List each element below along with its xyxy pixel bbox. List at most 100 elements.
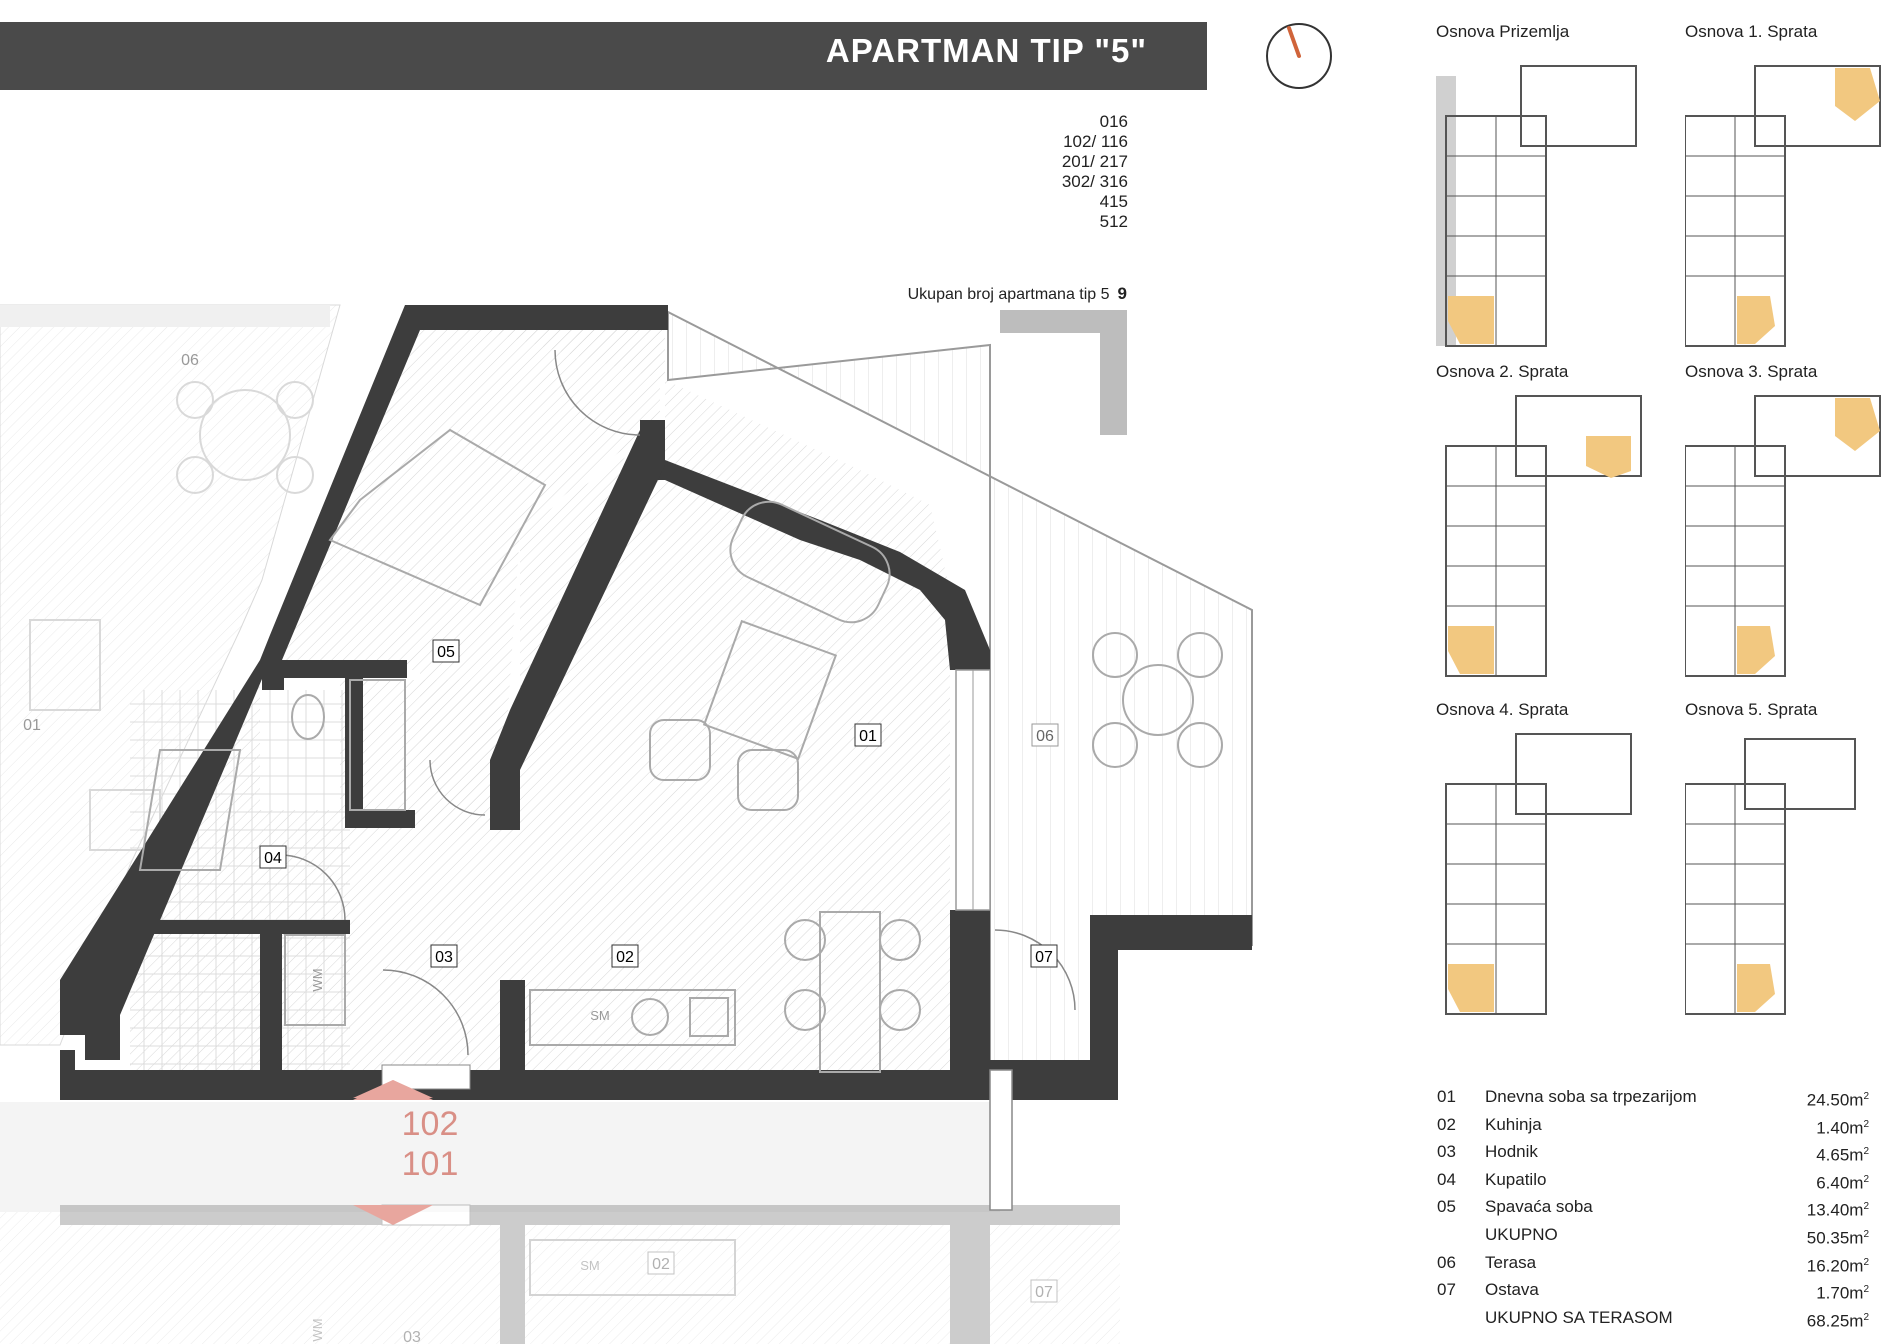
room-label-02: 02	[616, 949, 634, 966]
area-value: 6.40m2	[1816, 1173, 1869, 1193]
room-labels: 05 01 06 04 03 02 07 06 01	[23, 352, 1059, 968]
apartment-count: Ukupan broj apartmana tip 5 9	[830, 284, 1127, 304]
building-plan-thumbnail	[1436, 65, 1637, 347]
area-num: 01	[1437, 1087, 1456, 1106]
unit-number: 512	[1099, 212, 1128, 231]
area-table: 01 Dnevna soba sa trpezarijom 24.50m2 02…	[1437, 1083, 1869, 1331]
area-num: 04	[1437, 1169, 1456, 1189]
area-num: 07	[1437, 1280, 1456, 1300]
room-label-ghost-01: 01	[23, 717, 41, 734]
page-title: APARTMAN TIP "5"	[825, 32, 1147, 69]
location-marker	[1000, 310, 1127, 435]
partition-wall	[490, 420, 665, 830]
partition-wall	[260, 920, 282, 1070]
partition-wall	[130, 920, 350, 934]
area-num: 02	[1437, 1114, 1456, 1134]
floor-marker-upper: 102	[402, 1105, 459, 1143]
area-num: 03	[1437, 1142, 1456, 1162]
area-value: 4.65m2	[1816, 1145, 1869, 1165]
thumbnail-label: Osnova 3. Sprata	[1685, 362, 1818, 381]
thumbnail-ground-floor: Osnova Prizemlja	[1436, 22, 1666, 356]
sink-label-ghost: SM	[580, 1258, 600, 1273]
corridor-window	[989, 1069, 1013, 1211]
thumbnail-floor-1: Osnova 1. Sprata	[1685, 22, 1899, 356]
area-num: 05	[1437, 1197, 1456, 1217]
partition-wall	[262, 660, 284, 690]
area-value: 68.25m2	[1806, 1311, 1869, 1331]
building-plan-thumbnail	[1445, 395, 1642, 677]
sink-label: SM	[590, 1008, 610, 1023]
area-row: 02 Kuhinja 1.40m2	[1437, 1111, 1869, 1139]
furniture	[138, 428, 1223, 1073]
building-plan-thumbnail	[1685, 738, 1856, 1015]
header-bar: APARTMAN TIP "5"	[0, 22, 1207, 90]
room-label-06: 06	[1036, 728, 1054, 745]
room-label-07: 07	[1035, 949, 1053, 966]
building-plan-thumbnail	[1685, 395, 1881, 677]
room-label-05: 05	[437, 644, 455, 661]
area-name: Ostava	[1485, 1280, 1539, 1300]
floor-plan: 05 01 06 04 03 02 07 06 01 SM WM SM WM 0…	[0, 304, 1253, 1344]
partition-wall	[950, 910, 990, 1070]
area-row: 06 Terasa 16.20m2	[1437, 1249, 1869, 1277]
area-row-total: UKUPNO SA TERASOM 68.25m2	[1437, 1304, 1869, 1332]
unit-number: 302/ 316	[1061, 172, 1128, 191]
thumbnail-floor-2: Osnova 2. Sprata	[1436, 362, 1666, 696]
area-value: 50.35m2	[1806, 1228, 1869, 1248]
unit-number: 201/ 217	[1061, 152, 1128, 171]
room-label-ghost-02: 02	[652, 1256, 670, 1273]
partition-wall	[262, 660, 407, 678]
building-plan-thumbnail	[1685, 65, 1881, 347]
partition-wall	[500, 980, 525, 1070]
thumbnail-floor-4: Osnova 4. Sprata	[1436, 700, 1666, 1034]
neighbor-apartment-below: SM WM 02 07 03	[0, 1204, 1120, 1344]
area-name: Spavaća soba	[1485, 1197, 1593, 1217]
area-name: Kuhinja	[1485, 1114, 1542, 1134]
room-label-ghost-06: 06	[181, 352, 199, 369]
exterior-wall-right	[640, 420, 990, 670]
area-row-subtotal: UKUPNO 50.35m2	[1437, 1221, 1869, 1249]
corridor	[0, 1102, 1000, 1212]
unit-numbers: 016 102/ 116 201/ 217 302/ 316 415 512	[1040, 112, 1128, 232]
area-value: 13.40m2	[1806, 1201, 1869, 1221]
area-row: 04 Kupatilo 6.40m2	[1437, 1166, 1869, 1194]
room-label-ghost-07: 07	[1035, 1284, 1053, 1301]
north-arrow-icon	[1266, 23, 1332, 89]
thumbnail-floor-3: Osnova 3. Sprata	[1685, 362, 1899, 696]
area-name: UKUPNO SA TERASOM	[1485, 1307, 1673, 1327]
bedroom-floor	[280, 310, 660, 830]
thumbnail-label: Osnova Prizemlja	[1436, 22, 1570, 41]
thumbnail-label: Osnova 5. Sprata	[1685, 700, 1818, 719]
area-value: 24.50m2	[1806, 1090, 1869, 1110]
washing-machine-label-ghost: WM	[310, 1318, 325, 1341]
area-name: Dnevna soba sa trpezarijom	[1485, 1087, 1697, 1106]
partition-wall	[345, 665, 363, 825]
building-plan-thumbnail	[1445, 733, 1632, 1015]
thumbnail-label: Osnova 1. Sprata	[1685, 22, 1818, 41]
room-label-04: 04	[264, 850, 282, 867]
area-name: Kupatilo	[1485, 1169, 1547, 1189]
unit-number: 415	[1099, 192, 1128, 211]
unit-number: 016	[1099, 112, 1128, 131]
floor-marker-lower: 101	[402, 1145, 459, 1183]
room-label-03: 03	[435, 949, 453, 966]
apartment-count-value: 9	[1117, 284, 1127, 303]
area-value: 16.20m2	[1806, 1256, 1869, 1276]
area-row: 01 Dnevna soba sa trpezarijom 24.50m2	[1437, 1083, 1869, 1111]
thumbnail-label: Osnova 4. Sprata	[1436, 700, 1569, 719]
area-row: 05 Spavaća soba 13.40m2	[1437, 1193, 1869, 1221]
area-row: 03 Hodnik 4.65m2	[1437, 1138, 1869, 1166]
room-label-01: 01	[859, 728, 877, 745]
apartment-count-label: Ukupan broj apartmana tip 5	[907, 286, 1110, 303]
thumbnail-floor-5: Osnova 5. Sprata	[1685, 700, 1899, 1034]
room-label-ghost-03: 03	[403, 1329, 421, 1344]
washing-machine-label: WM	[310, 968, 325, 991]
area-name: UKUPNO	[1485, 1224, 1558, 1244]
area-num: 06	[1437, 1252, 1456, 1272]
area-value: 1.40m2	[1816, 1118, 1869, 1138]
thumbnail-label: Osnova 2. Sprata	[1436, 362, 1569, 381]
area-name: Hodnik	[1485, 1142, 1538, 1162]
area-name: Terasa	[1485, 1252, 1537, 1272]
partition-wall	[345, 810, 415, 828]
area-row: 07 Ostava 1.70m2	[1437, 1276, 1869, 1304]
